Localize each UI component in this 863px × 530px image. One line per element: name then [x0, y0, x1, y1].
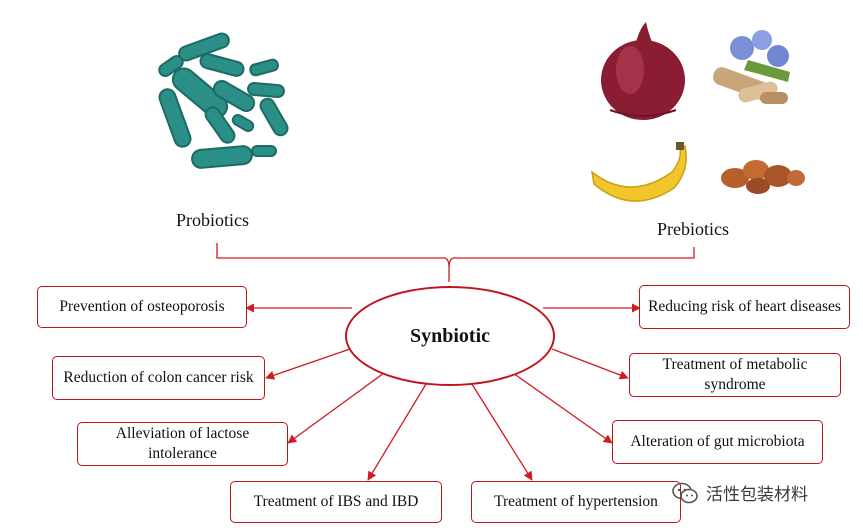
- benefit-box-hypertension: Treatment of hypertension: [471, 481, 681, 523]
- benefit-arrows: [245, 303, 641, 481]
- watermark-text: 活性包装材料: [706, 485, 808, 505]
- banana-illustration: [590, 142, 687, 202]
- artichoke-illustration: [721, 160, 805, 194]
- benefit-metabolic-text: Treatment of metabolic syndrome: [662, 356, 808, 393]
- synbiotic-label: Synbiotic: [409, 324, 491, 347]
- benefit-lactose-text: Alleviation of lactose intolerance: [115, 425, 250, 462]
- bracket-connector: [216, 243, 695, 282]
- benefit-gut-microbiota-text: Alteration of gut microbiota: [630, 433, 805, 450]
- wechat-icon: [672, 482, 698, 503]
- benefit-hypertension-text: Treatment of hypertension: [494, 493, 658, 510]
- chicory-illustration: [713, 30, 790, 104]
- benefit-box-lactose: Alleviation of lactose intolerance: [77, 422, 288, 466]
- watermark: 活性包装材料: [672, 480, 808, 505]
- benefit-osteoporosis-text: Prevention of osteoporosis: [59, 298, 225, 315]
- benefit-box-osteoporosis: Prevention of osteoporosis: [37, 286, 247, 328]
- benefit-box-metabolic: Treatment of metabolic syndrome: [629, 353, 841, 397]
- benefit-colon-cancer-text: Reduction of colon cancer risk: [63, 369, 254, 386]
- prebiotics-label: Prebiotics: [657, 219, 729, 239]
- benefit-box-ibs-ibd: Treatment of IBS and IBD: [230, 481, 442, 523]
- bacteria-illustration: [158, 32, 289, 169]
- benefit-box-gut-microbiota: Alteration of gut microbiota: [612, 420, 823, 464]
- benefit-heart-text: Reducing risk of heart diseases: [648, 298, 841, 315]
- benefit-box-heart: Reducing risk of heart diseases: [639, 285, 850, 329]
- benefit-box-colon-cancer: Reduction of colon cancer risk: [52, 356, 265, 400]
- synbiotic-node: Synbiotic: [345, 286, 555, 386]
- benefit-ibs-ibd-text: Treatment of IBS and IBD: [253, 493, 419, 510]
- onion-illustration: [601, 22, 685, 120]
- probiotics-label: Probiotics: [176, 210, 250, 230]
